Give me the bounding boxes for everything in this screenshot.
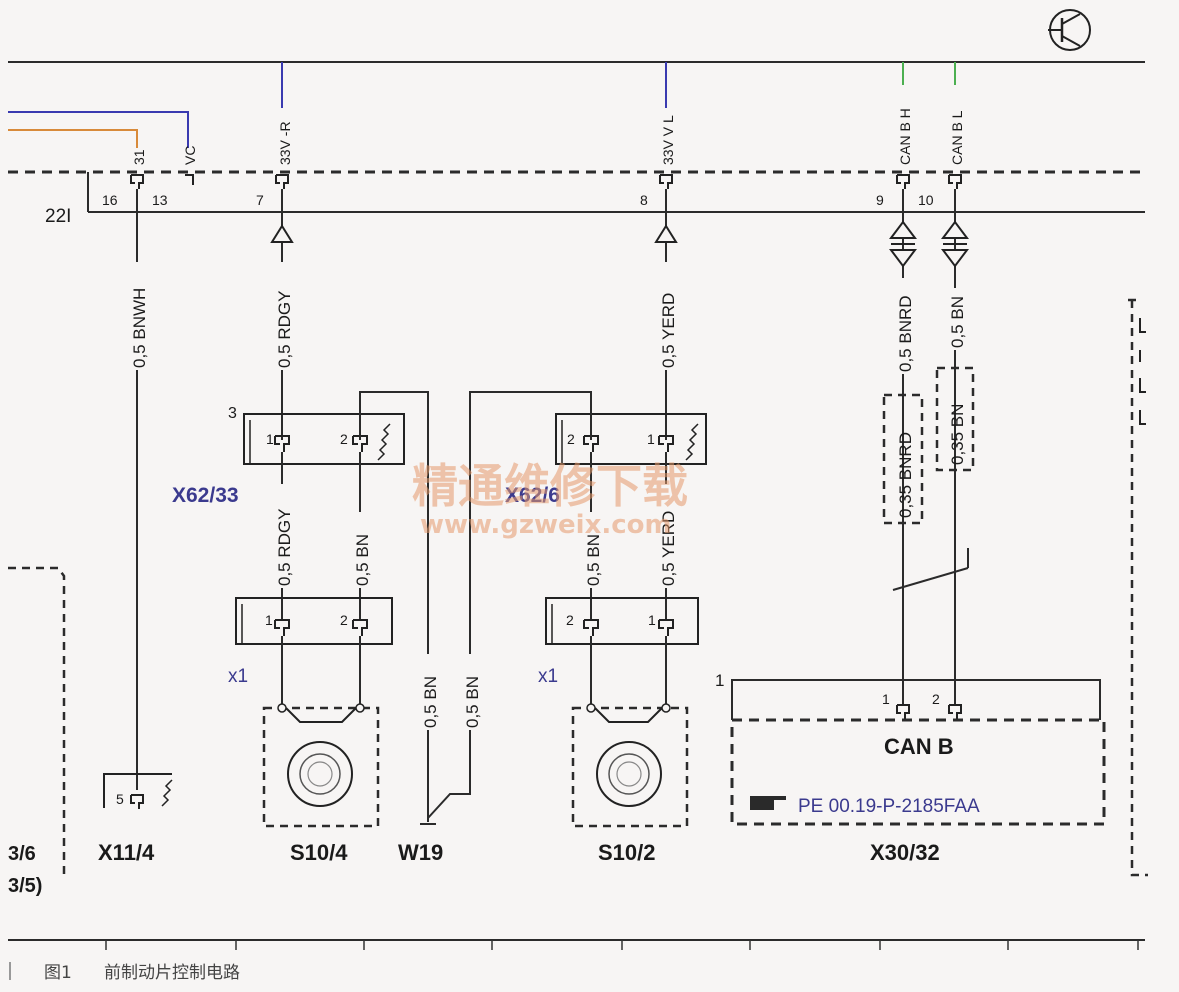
- wire-w19-right-feed: [469, 391, 592, 655]
- caption-title: 前制动片控制电路: [104, 963, 240, 983]
- wire-label-bn-w19-b: 0,5 BN: [463, 676, 482, 728]
- pin-7: 7: [256, 192, 264, 208]
- watermark-cn: 精通维修下载: [412, 459, 688, 513]
- connector-x62-6: [555, 413, 707, 465]
- wire-label-rdgy: 0,5 RDGY: [275, 291, 294, 368]
- label-x1-left: x1: [228, 666, 248, 687]
- label-s10-2: S10/2: [598, 840, 656, 865]
- wire-label-bn-low-left: 0,5 BN: [353, 534, 372, 586]
- pin-8: 8: [640, 192, 648, 208]
- pointing-hand-icon: [750, 796, 786, 810]
- x30-32-bus-bracket: [731, 679, 1101, 720]
- label-can-b: CAN B: [884, 734, 954, 759]
- wire-label-bn-035: 0,35 BN: [948, 404, 967, 465]
- left-ref-b: 3/5): [8, 875, 42, 897]
- left-module-boundary: [8, 566, 66, 880]
- pin-10: 10: [918, 192, 934, 208]
- x1-left-pin-2: 2: [340, 612, 348, 628]
- x62-33-pin-1: 1: [266, 431, 274, 447]
- wire-label-yerd-low: 0,5 YERD: [659, 511, 678, 586]
- boundary-pins: [130, 174, 962, 189]
- right-module-boundary: [1128, 298, 1148, 877]
- bidirectional-arrow-symbols: [889, 220, 969, 268]
- orange-feed-wire: [8, 129, 138, 148]
- x30-32-pin-1-label: 1: [715, 671, 724, 690]
- signal-33v-l: 33V V L: [660, 115, 676, 165]
- wire-label-yerd: 0,5 YERD: [659, 293, 678, 368]
- label-pe-ref[interactable]: PE 00.19-P-2185FAA: [798, 796, 980, 817]
- pin-9: 9: [876, 192, 884, 208]
- x1-left-pin-1: 1: [265, 612, 273, 628]
- label-s10-4: S10/4: [290, 840, 348, 865]
- watermark-url: www.gzweix.com: [420, 510, 672, 540]
- right-edge-marks: [1139, 318, 1146, 425]
- shield-bn-035: [935, 366, 975, 472]
- wire-label-bg-low: [271, 484, 677, 730]
- pin-16: 16: [102, 192, 118, 208]
- x62-33-pin-3: 3: [228, 405, 237, 422]
- wire-label-bn-low-right: 0,5 BN: [584, 534, 603, 586]
- wire-w19-left-feed: [359, 391, 429, 655]
- switch-s10-2: [571, 703, 689, 828]
- signal-33v-r: 33V -R: [277, 121, 293, 165]
- wire-label-bnrd-035: 0,35 BNRD: [896, 432, 915, 518]
- twisted-pair-mark: [892, 567, 969, 591]
- x62-6-pin-1: 1: [647, 431, 655, 447]
- x11-4-pin-5: 5: [116, 791, 124, 807]
- wire-label-rdgy-low: 0,5 RDGY: [275, 509, 294, 586]
- single-arrow-symbols: [270, 224, 678, 243]
- label-x30-32: X30/32: [870, 840, 940, 865]
- wire-w19-b-low: [427, 730, 471, 819]
- wire-label-bnrd: 0,5 BNRD: [896, 295, 915, 372]
- label-w19: W19: [398, 840, 443, 865]
- x1-right-pin-1: 1: [648, 612, 656, 628]
- label-x1-right: x1: [538, 666, 558, 687]
- connector-22i-label: 22I: [45, 206, 71, 227]
- signal-can-h: CAN B H: [897, 108, 913, 165]
- x1-right-pin-2: 2: [566, 612, 574, 628]
- connector-x30-32-pins: [896, 704, 962, 719]
- connector-x11-4: [103, 773, 173, 809]
- wire-label-bg: [126, 262, 966, 374]
- connector-x62-33: [243, 413, 405, 465]
- x30-32-pin-2: 2: [932, 691, 940, 707]
- wire-label-bnwh: 0,5 BNWH: [130, 288, 149, 368]
- pin-13: 13: [152, 192, 168, 208]
- x30-32-pin-1: 1: [882, 691, 890, 707]
- left-ref-a: 3/6: [8, 843, 36, 865]
- shield-bnrd-035: [882, 393, 924, 525]
- label-x11-4: X11/4: [98, 840, 155, 865]
- signal-vc: VC: [182, 146, 198, 165]
- connector-x1-right: [545, 597, 699, 645]
- x62-6-pin-2: 2: [567, 431, 575, 447]
- switch-s10-4: [262, 703, 380, 828]
- signal-can-l: CAN B L: [949, 110, 965, 165]
- connector-x1-left: [235, 597, 393, 645]
- caption-figure-number: 图1: [44, 963, 72, 983]
- label-x62-33: X62/33: [172, 484, 239, 507]
- wire-label-bn-top: 0,5 BN: [948, 296, 967, 348]
- blue-feed-wire: [8, 111, 189, 148]
- x62-33-pin-2: 2: [340, 431, 348, 447]
- grid-ruler-ticks: [105, 940, 1139, 950]
- label-x62-6: X62/6: [505, 484, 560, 507]
- signal-31: 31: [131, 149, 147, 165]
- transistor-icon: [1048, 9, 1091, 51]
- wire-label-bn-w19-a: 0,5 BN: [421, 676, 440, 728]
